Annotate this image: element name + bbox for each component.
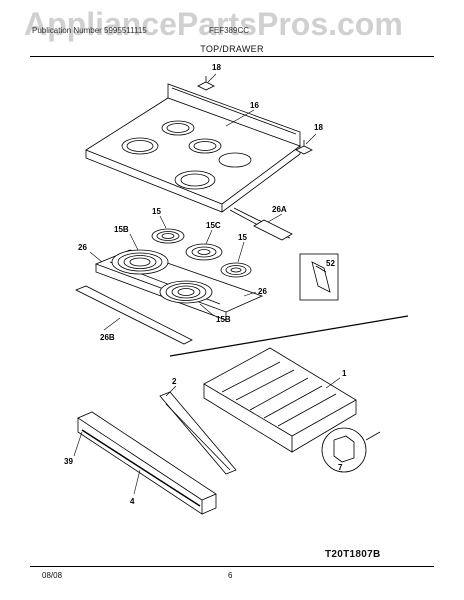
burner-large-bottom bbox=[159, 280, 213, 304]
bracket-left-part bbox=[197, 76, 215, 91]
drawer-front-part bbox=[77, 411, 217, 515]
trim-strip-part bbox=[75, 285, 193, 345]
callout-1: 1 bbox=[342, 369, 347, 378]
wire-harness-part bbox=[229, 207, 293, 241]
top-rule bbox=[30, 56, 434, 57]
callout-15c: 15C bbox=[206, 221, 221, 230]
bottom-rule bbox=[30, 566, 434, 567]
cooktop-part bbox=[85, 83, 301, 213]
section-divider bbox=[169, 315, 409, 357]
callout-18-left: 18 bbox=[212, 63, 221, 72]
publication-number: Publication Number 5995511115 bbox=[32, 26, 147, 35]
footer-page-number: 6 bbox=[228, 571, 233, 580]
callout-16: 16 bbox=[250, 101, 259, 110]
callout-39: 39 bbox=[64, 457, 73, 466]
callout-52: 52 bbox=[326, 259, 335, 268]
burner-center bbox=[185, 243, 223, 261]
burner-small-right bbox=[220, 262, 252, 278]
part-7-inset bbox=[321, 427, 381, 473]
callout-15b-bottom: 15B bbox=[216, 315, 231, 324]
callout-26b: 26B bbox=[100, 333, 115, 342]
callout-15-right: 15 bbox=[238, 233, 247, 242]
leader-lines bbox=[73, 73, 341, 495]
callout-26a: 26A bbox=[272, 205, 287, 214]
footer-date: 08/08 bbox=[42, 571, 63, 580]
callout-4: 4 bbox=[130, 497, 135, 506]
burner-large-left bbox=[111, 249, 169, 275]
callout-7: 7 bbox=[338, 463, 343, 472]
callout-26-right: 26 bbox=[258, 287, 267, 296]
part-52-inset bbox=[299, 253, 339, 301]
callout-15-top: 15 bbox=[152, 207, 161, 216]
drawer-panel-part bbox=[159, 391, 237, 475]
callout-2: 2 bbox=[172, 377, 177, 386]
watermark: AppliancePartsPros.com bbox=[24, 6, 403, 42]
bracket-right-part bbox=[295, 140, 313, 155]
section-title: TOP/DRAWER bbox=[200, 44, 264, 54]
callout-15b-top: 15B bbox=[114, 225, 129, 234]
callout-18-right: 18 bbox=[314, 123, 323, 132]
drawer-body-part bbox=[203, 347, 357, 453]
callout-26-left: 26 bbox=[78, 243, 87, 252]
burner-small-top bbox=[151, 228, 185, 244]
header-line: Publication Number 5995511115 FEF389CC bbox=[32, 26, 309, 35]
diagram-code: T20T1807B bbox=[325, 549, 381, 560]
model-number: FEF389CC bbox=[208, 26, 249, 35]
